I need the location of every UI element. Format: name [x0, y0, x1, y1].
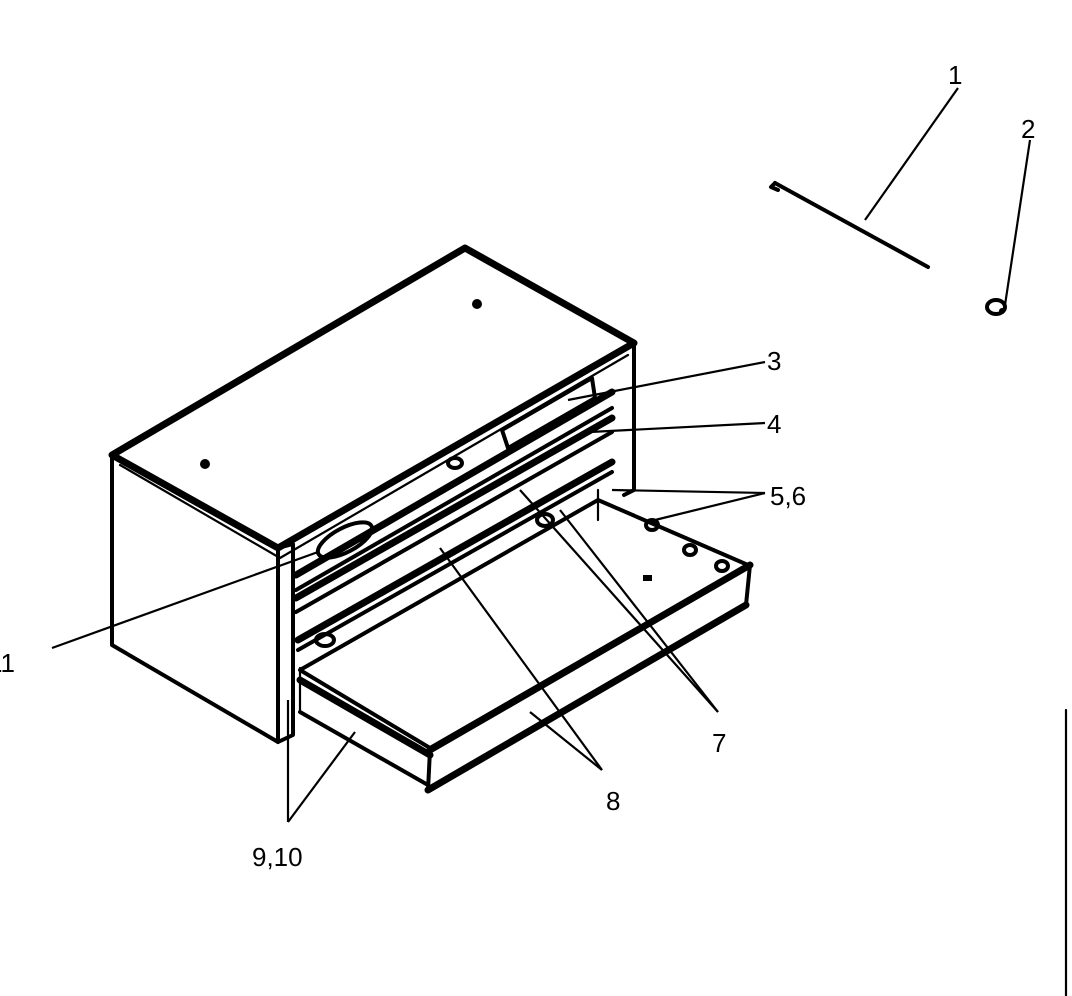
- drawer-top-lower-edge: [294, 406, 614, 592]
- callout-label-7: 7: [712, 728, 726, 758]
- drawer-top-front: [292, 388, 616, 579]
- callout-leaders: [51, 87, 1032, 823]
- drawer-floor-hole-2: [682, 543, 698, 557]
- open-drawer: [296, 488, 754, 794]
- drawer-3-lower-edge: [296, 470, 614, 652]
- callout-labels: 1 2 3 4 5,6 7 8 9,10 11: [0, 60, 1035, 872]
- open-drawer-front-bottom: [424, 601, 750, 794]
- drawer-handle-cutout: [315, 520, 375, 560]
- callout-label-9-10: 9,10: [252, 842, 303, 872]
- callout-label-11: 11: [0, 648, 15, 678]
- part-1-rod: [769, 181, 930, 269]
- top-hole-right: [472, 299, 482, 309]
- top-hole-left: [200, 459, 210, 469]
- lock-block: [500, 376, 597, 450]
- callout-label-4: 4: [767, 409, 781, 439]
- leader-5-6a: [611, 488, 766, 495]
- leader-5-6b: [654, 491, 766, 522]
- knob-center: [999, 308, 1005, 314]
- drawer-floor-hole-1: [644, 518, 660, 532]
- rod: [773, 181, 930, 269]
- leader-7b: [559, 509, 719, 713]
- chest-left-side: [110, 453, 280, 744]
- leader-11: [51, 550, 319, 650]
- callout-label-1: 1: [948, 60, 962, 90]
- leader-4: [589, 421, 766, 434]
- leader-8b: [529, 711, 603, 771]
- open-drawer-left-slide-lower: [298, 710, 430, 787]
- leader-9-10b: [287, 731, 356, 823]
- drawer-floor-hole-4: [643, 575, 652, 581]
- open-drawer-front-right: [744, 563, 752, 607]
- callout-label-2: 2: [1021, 114, 1035, 144]
- drawer-hole-b: [535, 512, 555, 528]
- tool-chest-body: [108, 244, 638, 744]
- callout-label-8: 8: [606, 786, 620, 816]
- leader-8a: [439, 547, 603, 771]
- drawer-2-lower-edge: [294, 430, 614, 614]
- drawer-floor-hole-3: [714, 559, 730, 573]
- chest-front-left-post: [276, 542, 295, 744]
- callout-label-3: 3: [767, 346, 781, 376]
- leader-7a: [519, 489, 719, 713]
- callout-label-5-6: 5,6: [770, 481, 806, 511]
- part-2-knob: [985, 298, 1007, 316]
- knob-head: [985, 298, 1007, 316]
- rod-hook: [769, 181, 780, 192]
- drawer-3-front: [294, 458, 616, 644]
- leader-1: [864, 87, 959, 221]
- drawer-hole-a: [446, 456, 464, 470]
- drawer-hole-c: [314, 632, 336, 648]
- open-drawer-front-top: [426, 561, 754, 754]
- open-drawer-left-slide: [296, 676, 434, 759]
- drawer-2-front: [292, 414, 616, 602]
- chest-front-right-post: [622, 341, 636, 497]
- leader-3: [567, 360, 766, 402]
- leader-2: [1003, 139, 1032, 306]
- closed-drawers: [292, 376, 616, 652]
